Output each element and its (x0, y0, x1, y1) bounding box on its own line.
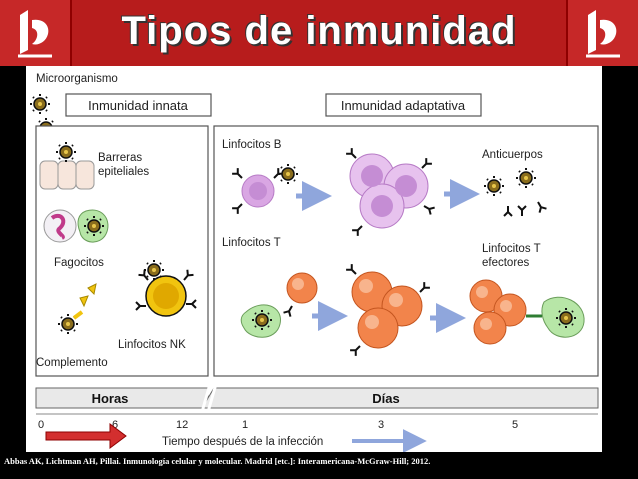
complement-icon (57, 283, 97, 335)
logo-right (566, 0, 638, 66)
tick-3: 3 (378, 419, 384, 431)
innate-title-box (65, 93, 212, 117)
red-arrow-icon (45, 423, 127, 449)
slide-title: Tipos de inmunidad (121, 9, 517, 53)
diagram-panel: Microorganismo Inmunidad innata Barreras… (26, 66, 602, 453)
logo-emblem-icon (586, 10, 620, 58)
label-anticuerpos: Anticuerpos (482, 149, 543, 161)
label-fagocitos: Fagocitos (54, 257, 104, 269)
adaptive-title-box (325, 93, 482, 117)
nk-cell-icon (135, 259, 197, 317)
epithelial-barrier-icon (39, 141, 95, 190)
tick-6: 6 (112, 419, 118, 431)
label-linfocitos-t: Linfocitos T (222, 237, 281, 249)
label-nk: Linfocitos NK (118, 339, 186, 351)
adaptive-title: Inmunidad adaptativa (341, 98, 466, 113)
label-microorganismo: Microorganismo (36, 73, 118, 85)
tick-12: 12 (176, 419, 188, 431)
label-horas: Horas (92, 391, 129, 406)
label-barreras-2: epiteliales (98, 166, 149, 178)
immunity-diagram: Microorganismo Inmunidad innata Barreras… (29, 73, 599, 453)
label-barreras-1: Barreras (98, 152, 142, 164)
time-scale: Horas Días 0 6 12 1 3 5 Tiempo después d… (35, 383, 599, 453)
slide-header: Tipos de inmunidad (0, 0, 638, 66)
t-cell-icon (240, 272, 318, 338)
citation: Abbas AK, Lichtman AH, Pillai. Inmunolog… (4, 456, 431, 466)
b-cell-icon (231, 163, 299, 215)
label-time: Tiempo después de la infección (162, 436, 323, 448)
label-linfocitos-b: Linfocitos B (222, 139, 282, 151)
label-complemento: Complemento (36, 357, 108, 369)
logo-emblem-icon (18, 10, 52, 58)
phagocyte-icon (43, 209, 109, 243)
b-cell-clones-icon (345, 147, 436, 237)
tick-1: 1 (242, 419, 248, 431)
effector-t-cell-icon (469, 279, 585, 345)
label-t-efectores-1: Linfocitos T (482, 243, 541, 255)
t-cell-clones-icon (345, 263, 431, 357)
innate-title: Inmunidad innata (88, 98, 189, 113)
tick-0: 0 (38, 419, 44, 431)
label-t-efectores-2: efectores (482, 257, 530, 269)
label-dias: Días (372, 391, 399, 406)
tick-5: 5 (512, 419, 518, 431)
logo-left (0, 0, 72, 66)
